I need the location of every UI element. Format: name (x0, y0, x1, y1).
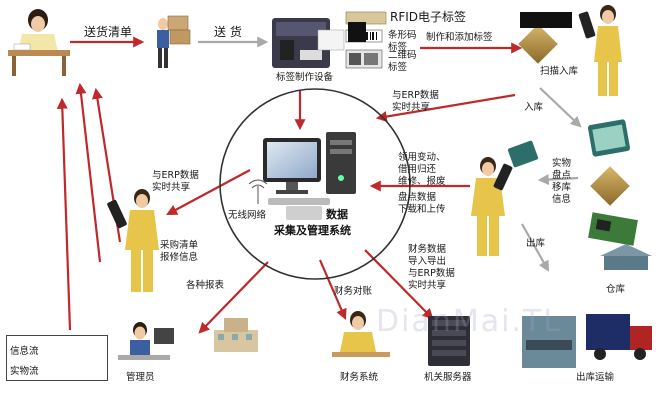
arrow-reports (198, 261, 269, 334)
arrow-warehouse-side (537, 174, 579, 186)
label-out-store: 出库 (526, 238, 546, 249)
rfid-chip-top (518, 24, 558, 64)
center-circle (219, 88, 411, 280)
legend (6, 335, 108, 381)
finance-person (332, 311, 390, 357)
label-reports: 各种报表 (186, 280, 225, 291)
label-deliver: 送 货 (214, 25, 242, 39)
legend-info-flow: 信息流 (10, 346, 39, 357)
label-finance-io: 财务数据 导入导出 与ERP数据 实时共享 (408, 244, 455, 291)
label-make-add-tag: 制作和添加标签 (426, 32, 493, 43)
label-purchase: 采购清单 报修信息 (160, 240, 199, 263)
label-inventory-dl: 盘点数据 下载和上传 (398, 192, 446, 215)
purchasing-woman (107, 189, 159, 292)
label-qrcode-tag: 二维码 标签 (388, 50, 417, 73)
delivery-person (157, 15, 191, 68)
label-erp-share-left: 与ERP数据 实时共享 (152, 170, 199, 193)
factory-photo (522, 316, 576, 368)
admin-person (118, 322, 174, 360)
blurred-center-text (286, 206, 322, 220)
inventory-woman (471, 157, 513, 256)
label-device: 标签制作设备 (276, 72, 334, 83)
label-send-list: 送货清单 (84, 25, 133, 39)
redacted-block-top (348, 22, 366, 42)
arrow-long-up-1 (75, 82, 102, 263)
label-transport: 出库运输 (576, 372, 615, 383)
label-ops: 领用变动、 借用归还 维修、报废 (398, 152, 446, 187)
label-printer (272, 18, 345, 68)
label-in-store: 入库 (524, 102, 544, 113)
label-warehouse: 仓库 (606, 284, 626, 295)
arrow-long-up-3 (56, 97, 72, 331)
arrow-out-store (521, 223, 550, 272)
arrow-erp-top (375, 93, 516, 122)
wireless-antenna-icon (248, 179, 268, 204)
transport-truck (586, 314, 652, 360)
warehouse-board (588, 212, 638, 246)
server-rack (428, 316, 470, 366)
label-finance-check: 财务对账 (334, 286, 373, 297)
reports-building (214, 318, 258, 352)
computer-illustration (263, 132, 356, 205)
arrow-finance-io (364, 249, 434, 320)
label-rfid-tag: RFID电子标签 (390, 10, 467, 24)
warehouse-building (600, 244, 652, 270)
label-center-line1: 数据 (326, 208, 348, 221)
arrow-finance-check (318, 259, 347, 321)
scanning-woman (578, 5, 622, 96)
arrow-in-store (539, 87, 582, 128)
tablet-chip (507, 140, 539, 168)
label-server: 机关服务器 (424, 372, 472, 383)
watermark: DianMai.TL (376, 304, 563, 339)
label-erp-share-top: 与ERP数据 实时共享 (392, 90, 439, 113)
rfid-tag-strip (345, 11, 387, 25)
label-admin: 管理员 (126, 372, 155, 383)
warehouse-item-photo (587, 119, 631, 157)
redacted-block-top-right (520, 12, 572, 28)
label-barcode-tag: 条形码 标签 (388, 30, 417, 53)
arrow-erp-left (166, 169, 251, 216)
sender-person (8, 9, 70, 76)
label-center-line2: 采集及管理系统 (274, 224, 351, 237)
label-scan-in: 扫描入库 (540, 66, 579, 77)
qrcode-tag-icon (345, 49, 383, 69)
label-finance-sys: 财务系统 (340, 372, 379, 383)
label-wireless: 无线网络 (228, 210, 267, 221)
label-physical: 实物 盘点 移库 信息 (552, 158, 572, 205)
info-flow-arrows (44, 36, 523, 355)
warehouse-chip (590, 166, 630, 206)
legend-goods-flow: 实物流 (10, 366, 39, 377)
